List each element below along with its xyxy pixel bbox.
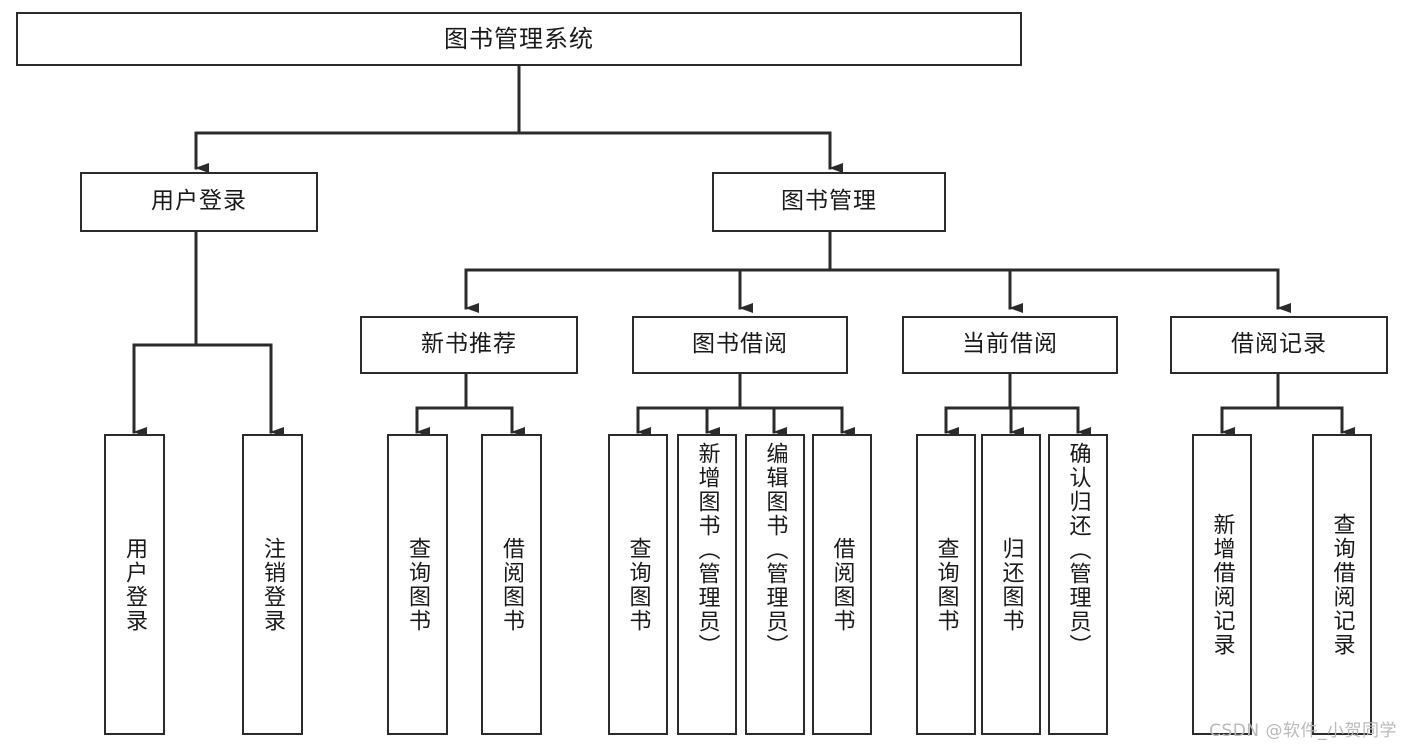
node-root-book-management-system[interactable]: 图书管理系统 [16, 12, 1022, 66]
node-label: 用户登录 [151, 188, 247, 215]
node-leaf-return-book[interactable]: 归还图书 [981, 434, 1041, 735]
node-label: 查询图书 [933, 536, 959, 633]
node-user-login[interactable]: 用户登录 [80, 172, 318, 232]
node-label: 新书推荐 [421, 331, 517, 358]
node-leaf-edit-book[interactable]: 编辑图书（管理员） [745, 434, 805, 735]
node-label: 新增图书（管理员） [694, 442, 720, 658]
node-leaf-add-book[interactable]: 新增图书（管理员） [677, 434, 737, 735]
node-leaf-add-record[interactable]: 新增借阅记录 [1192, 434, 1252, 735]
node-current-borrow[interactable]: 当前借阅 [902, 316, 1118, 374]
node-book-borrow[interactable]: 图书借阅 [632, 316, 848, 374]
node-label: 图书借阅 [692, 331, 788, 358]
node-borrow-record[interactable]: 借阅记录 [1170, 316, 1388, 374]
node-label: 查询图书 [625, 536, 651, 633]
node-leaf-query-book-2[interactable]: 查询图书 [608, 434, 668, 735]
node-leaf-query-record[interactable]: 查询借阅记录 [1312, 434, 1372, 735]
node-label: 借阅图书 [499, 536, 525, 633]
node-label: 编辑图书（管理员） [762, 442, 788, 658]
node-leaf-confirm-return[interactable]: 确认归还（管理员） [1048, 434, 1108, 735]
node-label: 当前借阅 [962, 331, 1058, 358]
node-label: 图书管理 [781, 188, 877, 215]
node-leaf-query-book-3[interactable]: 查询图书 [916, 434, 976, 735]
csdn-watermark: CSDN @软件_小贺同学 [1209, 721, 1397, 741]
node-label: 查询借阅记录 [1329, 512, 1355, 657]
node-label: 注销登录 [260, 536, 286, 633]
node-label: 用户登录 [122, 536, 148, 633]
node-label: 借阅记录 [1231, 331, 1327, 358]
node-leaf-query-book-1[interactable]: 查询图书 [387, 434, 448, 735]
node-label: 确认归还（管理员） [1065, 442, 1091, 658]
node-leaf-borrow-book-2[interactable]: 借阅图书 [812, 434, 872, 735]
node-leaf-borrow-book-1[interactable]: 借阅图书 [481, 434, 542, 735]
node-label: 查询图书 [405, 536, 431, 633]
node-leaf-user-login[interactable]: 用户登录 [104, 434, 165, 735]
node-label: 新增借阅记录 [1209, 512, 1235, 657]
node-label: 图书管理系统 [444, 24, 594, 53]
node-new-book-recommend[interactable]: 新书推荐 [360, 316, 578, 374]
node-label: 归还图书 [998, 536, 1024, 633]
node-label: 借阅图书 [829, 536, 855, 633]
node-leaf-logout-login[interactable]: 注销登录 [242, 434, 303, 735]
node-book-manage[interactable]: 图书管理 [712, 172, 946, 232]
